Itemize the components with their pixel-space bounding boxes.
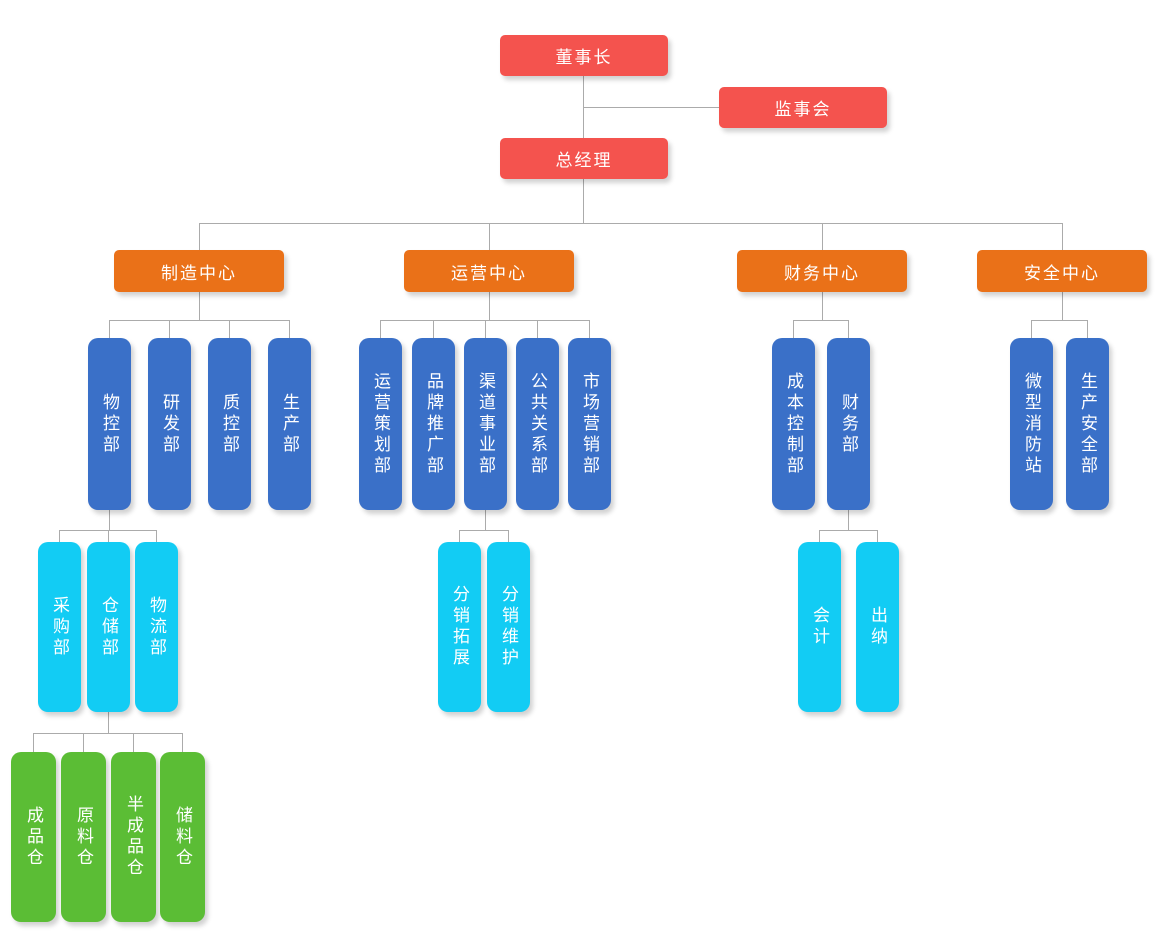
connector-line bbox=[793, 320, 794, 338]
connector-line bbox=[229, 320, 230, 338]
node-channel-business-dept[interactable]: 渠道事业部 bbox=[464, 338, 507, 510]
node-production-dept[interactable]: 生产部 bbox=[268, 338, 311, 510]
connector-line bbox=[459, 530, 460, 542]
node-production-safety-dept[interactable]: 生产安全部 bbox=[1066, 338, 1109, 510]
connector-line bbox=[199, 292, 200, 320]
node-materials-control-dept[interactable]: 物控部 bbox=[88, 338, 131, 510]
node-finance-dept[interactable]: 财务部 bbox=[827, 338, 870, 510]
node-storage-warehouse[interactable]: 储料仓 bbox=[160, 752, 205, 922]
node-cost-control-dept[interactable]: 成本控制部 bbox=[772, 338, 815, 510]
node-semi-finished-warehouse[interactable]: 半成品仓 bbox=[111, 752, 156, 922]
connector-line bbox=[1031, 320, 1088, 321]
connector-line bbox=[848, 510, 849, 530]
connector-line bbox=[822, 292, 823, 320]
connector-line bbox=[156, 530, 157, 542]
connector-line bbox=[1062, 292, 1063, 320]
connector-line bbox=[59, 530, 60, 542]
connector-line bbox=[485, 510, 486, 530]
connector-line bbox=[589, 320, 590, 338]
connector-line bbox=[819, 530, 878, 531]
node-micro-fire-station[interactable]: 微型消防站 bbox=[1010, 338, 1053, 510]
connector-line bbox=[433, 320, 434, 338]
node-accounting[interactable]: 会计 bbox=[798, 542, 841, 712]
connector-line bbox=[109, 320, 110, 338]
connector-line bbox=[109, 320, 290, 321]
connector-line bbox=[822, 223, 823, 250]
connector-line bbox=[83, 733, 84, 752]
node-safety-center[interactable]: 安全中心 bbox=[977, 250, 1147, 292]
node-purchasing-dept[interactable]: 采购部 bbox=[38, 542, 81, 712]
connector-line bbox=[380, 320, 381, 338]
connector-line bbox=[133, 733, 134, 752]
node-public-relations-dept[interactable]: 公共关系部 bbox=[516, 338, 559, 510]
node-general-manager[interactable]: 总经理 bbox=[500, 138, 668, 179]
connector-line bbox=[108, 712, 109, 733]
connector-line bbox=[537, 320, 538, 338]
connector-line bbox=[877, 530, 878, 542]
node-distribution-expansion[interactable]: 分销拓展 bbox=[438, 542, 481, 712]
connector-line bbox=[1087, 320, 1088, 338]
connector-line bbox=[108, 530, 109, 542]
node-supervisory-board[interactable]: 监事会 bbox=[719, 87, 887, 128]
node-operations-planning-dept[interactable]: 运营策划部 bbox=[359, 338, 402, 510]
connector-line bbox=[583, 179, 584, 223]
node-operations-center[interactable]: 运营中心 bbox=[404, 250, 574, 292]
node-cashier[interactable]: 出纳 bbox=[856, 542, 899, 712]
connector-line bbox=[819, 530, 820, 542]
connector-line bbox=[489, 223, 490, 250]
connector-line bbox=[508, 530, 509, 542]
connector-line bbox=[459, 530, 509, 531]
node-logistics-dept[interactable]: 物流部 bbox=[135, 542, 178, 712]
node-quality-control-dept[interactable]: 质控部 bbox=[208, 338, 251, 510]
node-warehousing-dept[interactable]: 仓储部 bbox=[87, 542, 130, 712]
connector-line bbox=[109, 510, 110, 530]
node-rnd-dept[interactable]: 研发部 bbox=[148, 338, 191, 510]
node-raw-material-warehouse[interactable]: 原料仓 bbox=[61, 752, 106, 922]
node-brand-promotion-dept[interactable]: 品牌推广部 bbox=[412, 338, 455, 510]
connector-line bbox=[485, 320, 486, 338]
node-finished-goods-warehouse[interactable]: 成品仓 bbox=[11, 752, 56, 922]
node-chairman[interactable]: 董事长 bbox=[500, 35, 668, 76]
connector-line bbox=[199, 223, 1062, 224]
connector-line bbox=[33, 733, 34, 752]
connector-line bbox=[289, 320, 290, 338]
connector-line bbox=[169, 320, 170, 338]
node-finance-center[interactable]: 财务中心 bbox=[737, 250, 907, 292]
node-manufacturing-center[interactable]: 制造中心 bbox=[114, 250, 284, 292]
connector-line bbox=[1062, 223, 1063, 250]
node-distribution-maintenance[interactable]: 分销维护 bbox=[487, 542, 530, 712]
connector-line bbox=[182, 733, 183, 752]
connector-line bbox=[33, 733, 183, 734]
connector-line bbox=[848, 320, 849, 338]
connector-line bbox=[199, 223, 200, 250]
connector-line bbox=[489, 292, 490, 320]
connector-line bbox=[583, 107, 719, 108]
connector-line bbox=[1031, 320, 1032, 338]
connector-line bbox=[793, 320, 849, 321]
node-marketing-dept[interactable]: 市场营销部 bbox=[568, 338, 611, 510]
